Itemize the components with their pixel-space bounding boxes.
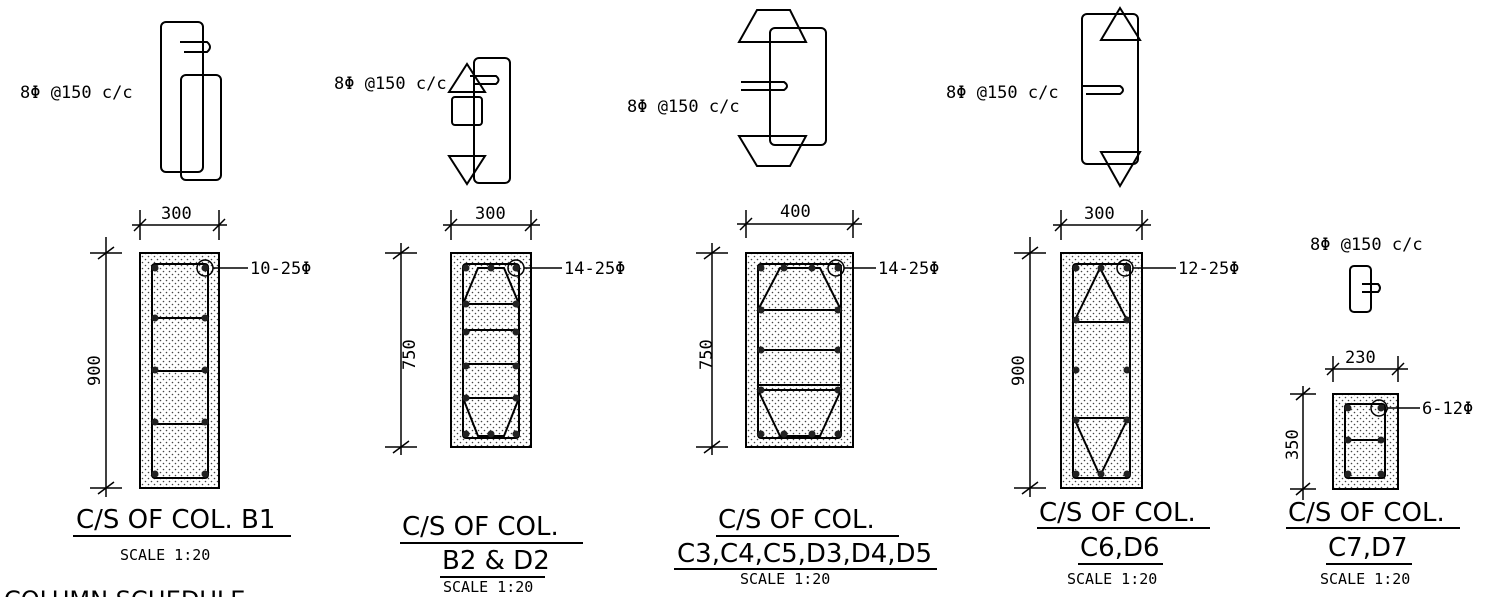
section-title-line1: C/S OF COL. bbox=[718, 505, 875, 535]
depth-value: 900 bbox=[85, 355, 105, 386]
depth-value: 750 bbox=[697, 339, 717, 370]
section-title-line1: C/S OF COL. bbox=[402, 512, 559, 542]
tie-spec-label: 8Φ @150 c/c bbox=[20, 83, 133, 103]
depth-value: 350 bbox=[1283, 429, 1303, 460]
width-value: 300 bbox=[161, 204, 192, 224]
bar-spec-label: 12-25Φ bbox=[1178, 259, 1239, 279]
section-title-line1: C/S OF COL. bbox=[1288, 498, 1445, 528]
tie-spec-label: 8Φ @150 c/c bbox=[1310, 235, 1423, 255]
width-dimension: 300 bbox=[443, 204, 540, 240]
width-value: 230 bbox=[1345, 348, 1376, 368]
section-title-line2: B2 & D2 bbox=[442, 546, 550, 576]
depth-value: 750 bbox=[400, 339, 420, 370]
bar-callout: 6-12Φ bbox=[1387, 399, 1473, 419]
scale-label: SCALE 1:20 bbox=[1067, 570, 1157, 588]
width-dimension: 300 bbox=[132, 204, 227, 240]
tie-detail bbox=[1081, 6, 1142, 189]
column-cross-section bbox=[1332, 393, 1399, 490]
section-c7-d7: 8Φ @150 c/c 230 350 bbox=[1283, 235, 1473, 588]
bar-callout: 14-25Φ bbox=[844, 259, 939, 279]
scale-label: SCALE 1:20 bbox=[443, 578, 533, 596]
section-c6-d6: 8Φ @150 c/c 300 900 bbox=[946, 6, 1239, 588]
bar-spec-label: 6-12Φ bbox=[1422, 399, 1473, 419]
width-value: 300 bbox=[1084, 204, 1115, 224]
bar-spec-label: 14-25Φ bbox=[878, 259, 939, 279]
section-title-line2: C3,C4,C5,D3,D4,D5 bbox=[677, 539, 932, 569]
column-cross-section bbox=[745, 252, 854, 448]
depth-dimension: 750 bbox=[385, 243, 420, 455]
scale-label: SCALE 1:20 bbox=[740, 570, 830, 588]
column-cross-section bbox=[139, 252, 220, 489]
bar-spec-label: 10-25Φ bbox=[250, 259, 311, 279]
section-title: C/S OF COL. B1 bbox=[76, 505, 275, 535]
bar-spec-label: 14-25Φ bbox=[564, 259, 625, 279]
section-b1: 8Φ @150 c/c 300 900 bbox=[20, 21, 311, 564]
section-title-line2: C7,D7 bbox=[1328, 533, 1408, 563]
width-dimension: 300 bbox=[1053, 204, 1151, 240]
depth-dimension: 350 bbox=[1283, 386, 1316, 500]
column-cross-section bbox=[450, 252, 532, 448]
column-schedule-heading: COLUMN SCHEDULE bbox=[4, 586, 245, 597]
depth-dimension: 900 bbox=[1009, 237, 1046, 497]
tie-detail bbox=[737, 9, 827, 167]
depth-dimension: 900 bbox=[85, 237, 122, 497]
bar-callout: 10-25Φ bbox=[213, 259, 311, 279]
bar-callout: 12-25Φ bbox=[1133, 259, 1239, 279]
width-dimension: 230 bbox=[1325, 348, 1408, 382]
tie-detail bbox=[160, 21, 222, 181]
bar-callout: 14-25Φ bbox=[524, 259, 625, 279]
column-cross-section bbox=[1060, 252, 1143, 489]
width-value: 400 bbox=[780, 202, 811, 222]
tie-detail bbox=[1349, 265, 1381, 313]
tie-spec-label: 8Φ @150 c/c bbox=[627, 97, 740, 117]
tie-detail bbox=[447, 57, 511, 186]
section-title-line1: C/S OF COL. bbox=[1039, 498, 1196, 528]
tie-spec-label: 8Φ @150 c/c bbox=[334, 74, 447, 94]
section-title-line2: C6,D6 bbox=[1080, 533, 1160, 563]
scale-label: SCALE 1:20 bbox=[120, 546, 210, 564]
section-b2-d2: 8Φ @150 c/c 300 750 bbox=[334, 57, 625, 596]
width-value: 300 bbox=[475, 204, 506, 224]
scale-label: SCALE 1:20 bbox=[1320, 570, 1410, 588]
depth-dimension: 750 bbox=[696, 243, 728, 455]
tie-spec-label: 8Φ @150 c/c bbox=[946, 83, 1059, 103]
width-dimension: 400 bbox=[737, 202, 862, 238]
section-c3-d5: 8Φ @150 c/c 400 750 bbox=[627, 9, 939, 588]
depth-value: 900 bbox=[1009, 355, 1029, 386]
